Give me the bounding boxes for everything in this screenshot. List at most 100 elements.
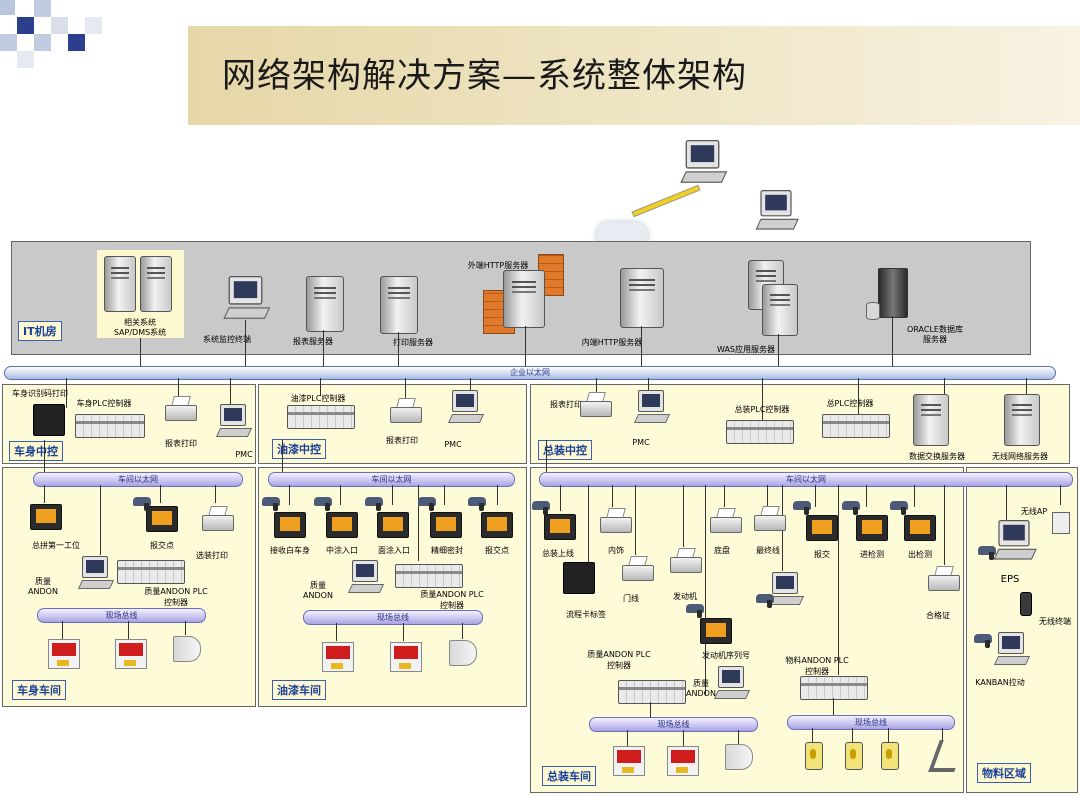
- plc-controller-icon: [726, 420, 794, 444]
- connector-line: [398, 332, 399, 366]
- label-internal-http: 内端HTTP服务器: [581, 338, 643, 347]
- pmc-pc-icon: [633, 390, 671, 424]
- connector-line: [470, 378, 471, 392]
- connector-line: [185, 621, 186, 635]
- connector-line: [641, 326, 642, 366]
- signal-lamp-icon: [805, 742, 823, 770]
- pmc-pc-icon: [447, 390, 485, 424]
- assembly-control-zone: [530, 384, 1070, 464]
- connector-line: [1060, 485, 1061, 505]
- connector-line: [44, 485, 45, 503]
- connector-line: [178, 378, 179, 396]
- label-oracle-1: ORACLE数据库: [907, 325, 963, 334]
- connector-line: [1006, 485, 1007, 535]
- field-bus-label: 现场总线: [657, 720, 690, 729]
- scanner-icon: [133, 497, 151, 511]
- horn-icon: [173, 636, 201, 662]
- quality-andon-pc-icon: [713, 666, 751, 700]
- operator-panel-icon: [274, 512, 306, 538]
- connector-line: [62, 621, 63, 639]
- label-out-test: 出检测: [908, 550, 932, 559]
- zone-label-assembly-workshop: 总装车间: [542, 766, 596, 786]
- label-report-point-body: 报交点: [150, 541, 174, 550]
- label-quality-paint-1: 质量: [310, 581, 326, 590]
- printer-icon: [580, 392, 612, 418]
- scanner-icon: [793, 501, 811, 515]
- operator-panel-icon: [377, 512, 409, 538]
- internal-http-server-icon: [620, 268, 664, 328]
- connector-line: [767, 485, 768, 507]
- eps-pc-icon: [993, 520, 1037, 561]
- quality-andon-pc-icon: [77, 556, 115, 590]
- connector-line: [546, 440, 547, 472]
- label-process-card: 流程卡标签: [566, 610, 606, 619]
- server-icon: [104, 256, 136, 312]
- connector-line: [815, 485, 816, 507]
- label-quality-body-2: ANDON: [28, 587, 58, 596]
- wireless-terminal-icon: [1020, 592, 1032, 616]
- label-andon-plc-paint-1: 质量ANDON PLC: [420, 590, 484, 599]
- field-bus-label: 现场总线: [855, 718, 887, 727]
- label-id-print: 车身识别码打印: [12, 389, 68, 398]
- label-fine-seal: 精细密封: [431, 546, 463, 555]
- connector-line: [942, 728, 943, 740]
- decor-square: [34, 0, 51, 17]
- label-in-test: 进检测: [860, 550, 884, 559]
- connector-line: [705, 485, 706, 695]
- connector-line: [833, 698, 834, 715]
- label-option-print: 选装打印: [196, 551, 228, 560]
- horn-icon: [725, 744, 753, 770]
- scanner-icon: [314, 497, 332, 511]
- label-printer-icon: [563, 562, 595, 594]
- andon-light-icon: [115, 639, 147, 669]
- decor-square: [17, 17, 34, 34]
- label-first-station: 总拼第一工位: [32, 541, 80, 550]
- label-data-exchange: 数据交换服务器: [909, 452, 965, 461]
- andon-light-icon: [322, 642, 354, 672]
- label-top-coat: 面涂入口: [378, 546, 410, 555]
- connector-line: [323, 330, 324, 366]
- connector-line: [852, 728, 853, 742]
- label-wireless-ap: 无线AP: [1020, 507, 1048, 516]
- connector-line: [838, 485, 839, 675]
- label-quality-body-1: 质量: [35, 577, 51, 586]
- connector-line: [683, 730, 684, 746]
- external-http-server-icon: [503, 270, 545, 328]
- quality-andon-pc-icon: [347, 560, 385, 594]
- label-chassis: 底盘: [714, 546, 730, 555]
- label-report-server: 报表服务器: [293, 337, 333, 346]
- field-bus: 现场总线: [303, 610, 483, 625]
- connector-line: [914, 485, 915, 507]
- connector-line: [100, 485, 101, 555]
- label-report-print-body: 报表打印: [165, 439, 197, 448]
- label-final-line: 最终线: [756, 546, 780, 555]
- connector-line: [289, 485, 290, 505]
- label-report-assembly: 报交: [814, 550, 830, 559]
- decor-square: [0, 34, 17, 51]
- connector-line: [560, 485, 561, 511]
- scanner-icon: [756, 594, 774, 608]
- connector-line: [650, 702, 651, 717]
- wireless-server-icon: [1004, 394, 1040, 446]
- andon-plc-icon: [117, 560, 185, 584]
- oracle-server-icon: [878, 268, 908, 318]
- label-andon-plc-assembly-2: 控制器: [607, 661, 631, 670]
- connector-line: [635, 485, 636, 555]
- label-andon-plc-body-2: 控制器: [164, 598, 188, 607]
- label-pmc-body: PMC: [235, 450, 253, 459]
- connector-line: [340, 485, 341, 505]
- label-material-plc-1: 物料ANDON PLC: [785, 656, 849, 665]
- zone-label-material-area: 物料区域: [977, 763, 1031, 783]
- plc-controller-icon: [75, 414, 145, 438]
- connector-line: [858, 378, 859, 416]
- label-assembly-plc1: 总装PLC控制器: [734, 405, 790, 414]
- connector-line: [320, 378, 321, 396]
- connector-line: [160, 485, 161, 503]
- operator-panel-icon: [544, 514, 576, 540]
- zone-label-assembly-control: 总装中控: [538, 440, 592, 460]
- zone-label-paint-control: 油漆中控: [272, 439, 326, 459]
- decor-square: [17, 51, 34, 68]
- label-engine-seq: 发动机序列号: [702, 651, 750, 660]
- field-bus-label: 现场总线: [377, 613, 409, 622]
- connector-line: [812, 728, 813, 742]
